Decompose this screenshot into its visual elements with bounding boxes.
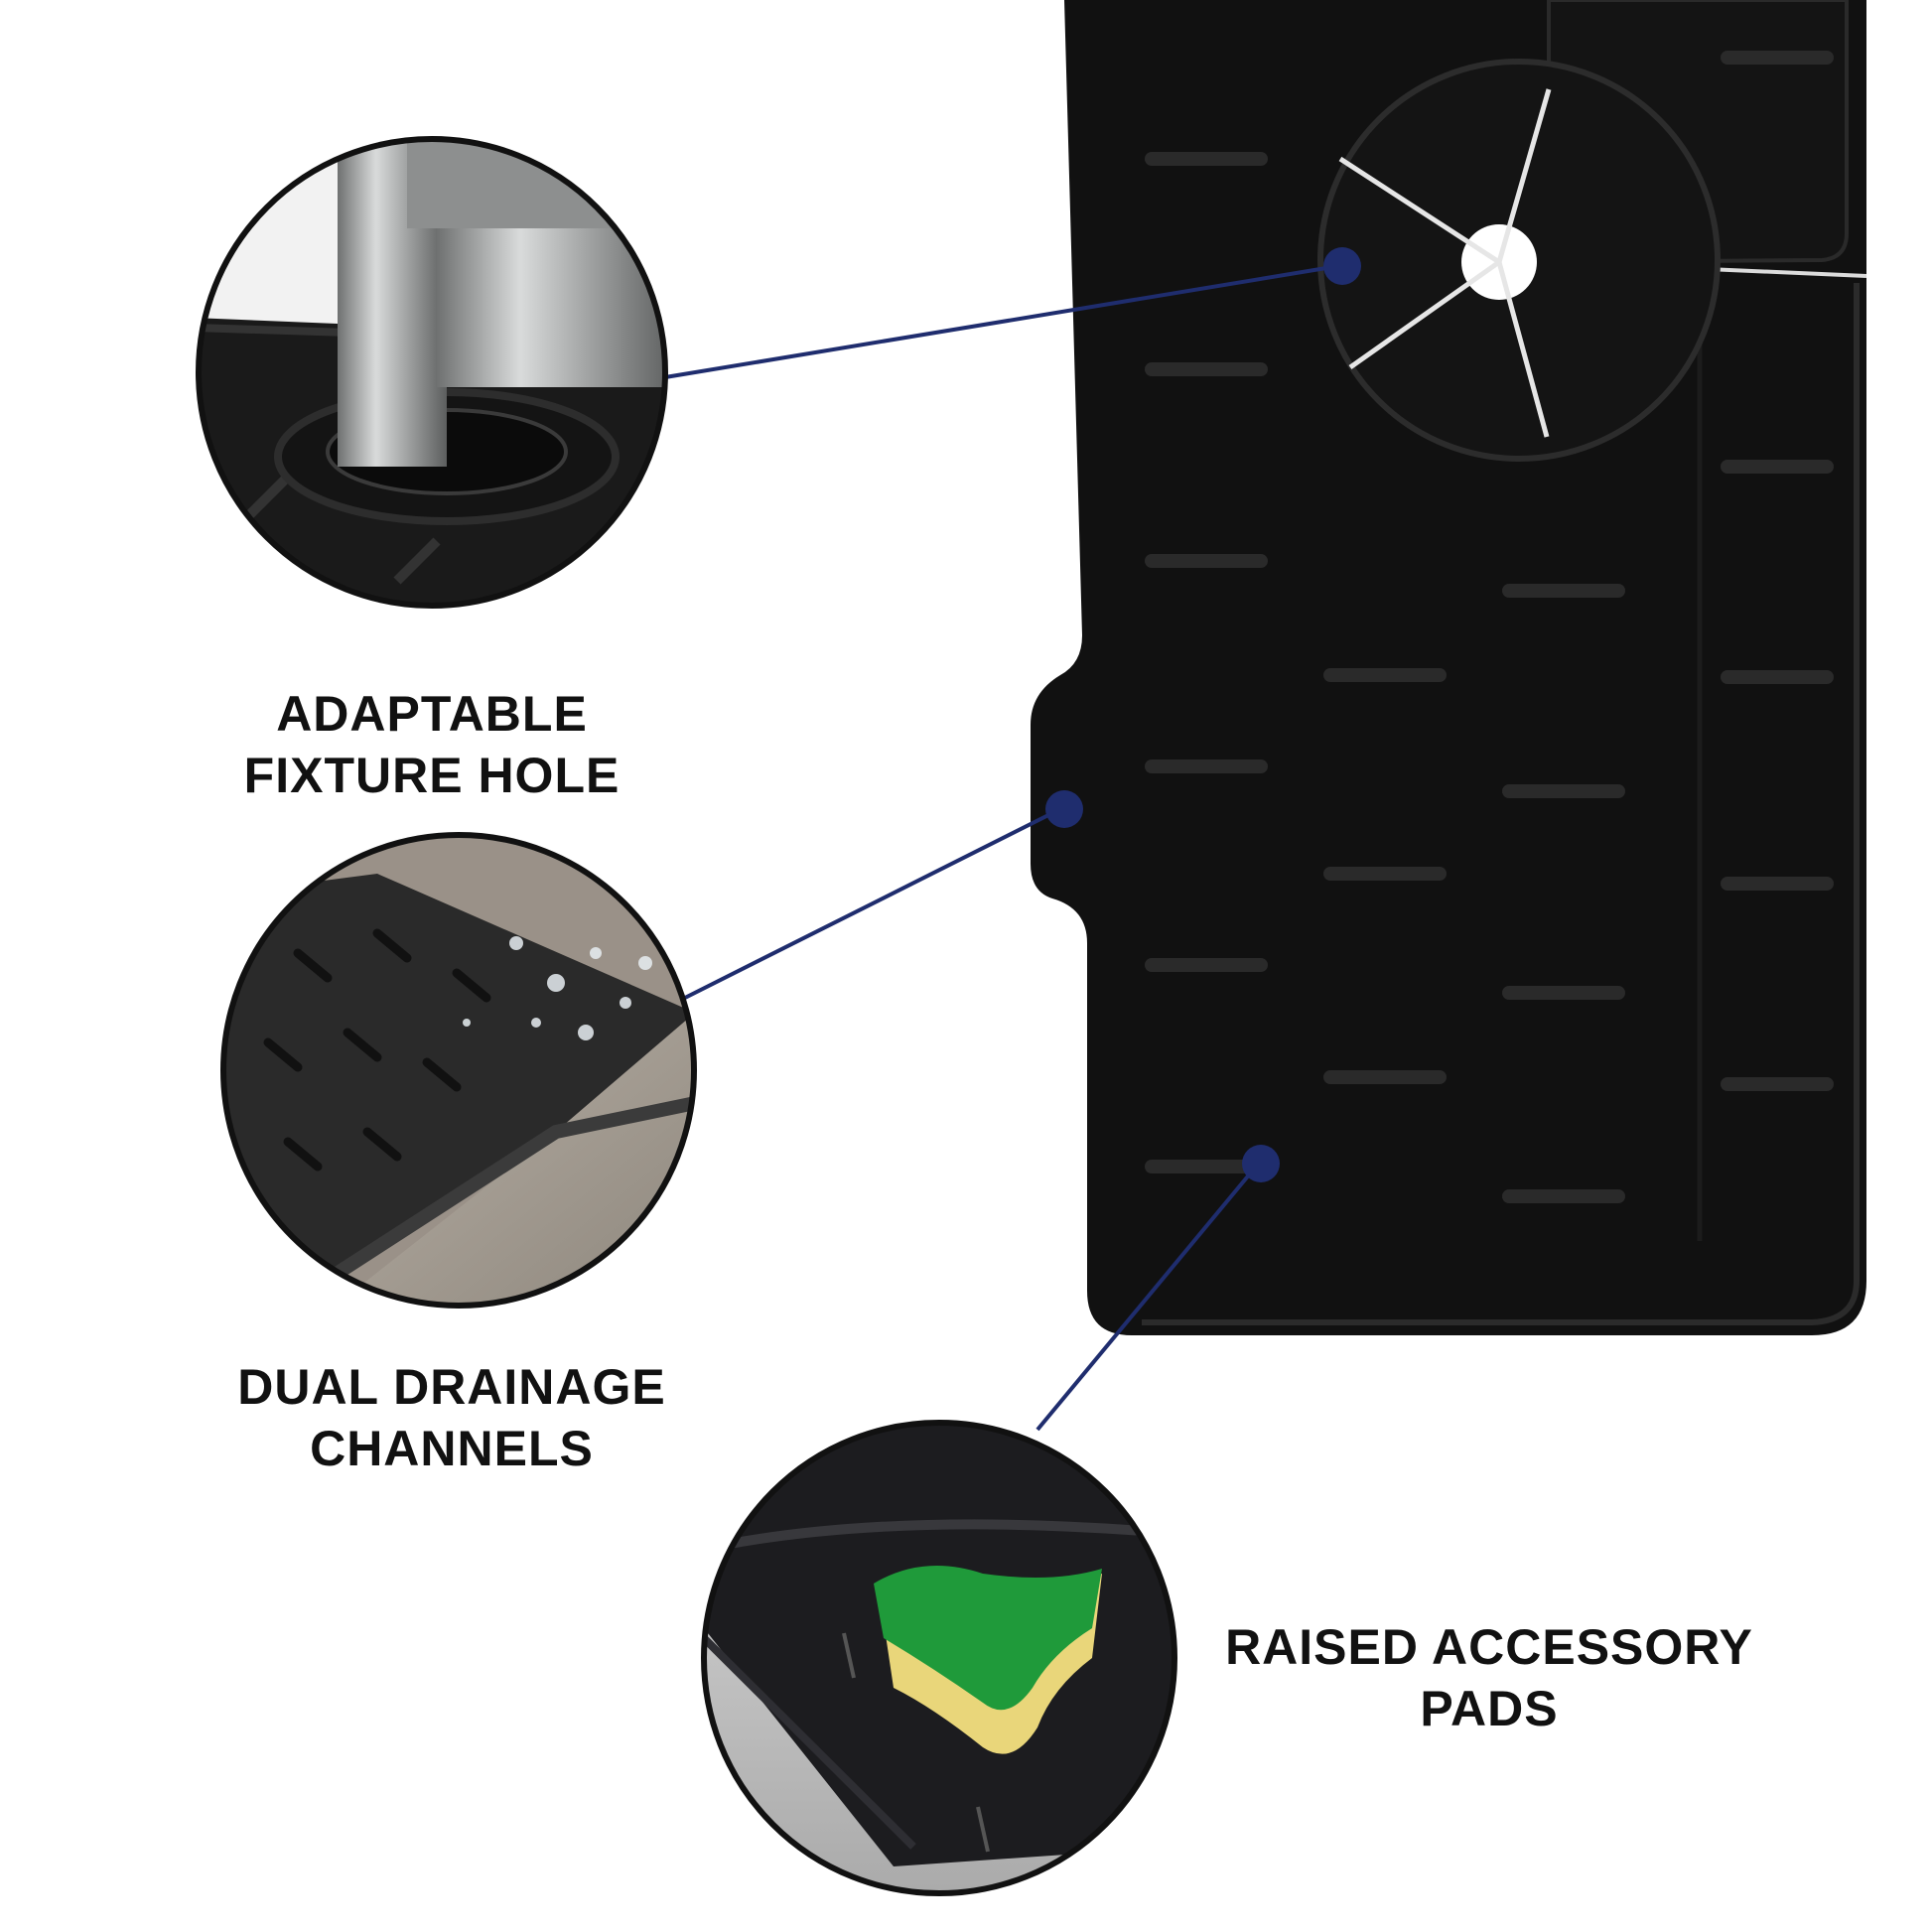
feature-label-line: RAISED ACCESSORY [1225, 1619, 1753, 1675]
feature-label-line: FIXTURE HOLE [243, 748, 621, 803]
feature-label-line: PADS [1420, 1681, 1559, 1736]
feature-label-line: CHANNELS [310, 1421, 594, 1476]
detail-circle-drainage [220, 832, 697, 1309]
callouts [664, 247, 1361, 1432]
feature-label-pads: RAISED ACCESSORY PADS [1211, 1616, 1767, 1739]
detail-circle-fixture [196, 136, 668, 609]
feature-label-fixture: ADAPTABLE FIXTURE HOLE [233, 683, 630, 806]
mat-rim [1142, 283, 1860, 1325]
fixture-hole [1317, 59, 1721, 462]
callout-dot-drainage [1045, 790, 1083, 828]
feature-label-line: ADAPTABLE [276, 686, 588, 742]
callout-line-fixture [664, 264, 1339, 379]
feature-label-drainage: DUAL DRAINAGE CHANNELS [218, 1356, 685, 1479]
feature-label-line: DUAL DRAINAGE [237, 1359, 666, 1415]
callout-line-drainage [674, 807, 1061, 1005]
detail-circle-pads [701, 1420, 1177, 1896]
callout-dot-pads [1242, 1145, 1280, 1182]
sink-mat [1031, 0, 1867, 1335]
callout-line-pads [1035, 1165, 1258, 1432]
callout-dot-fixture [1323, 247, 1361, 285]
